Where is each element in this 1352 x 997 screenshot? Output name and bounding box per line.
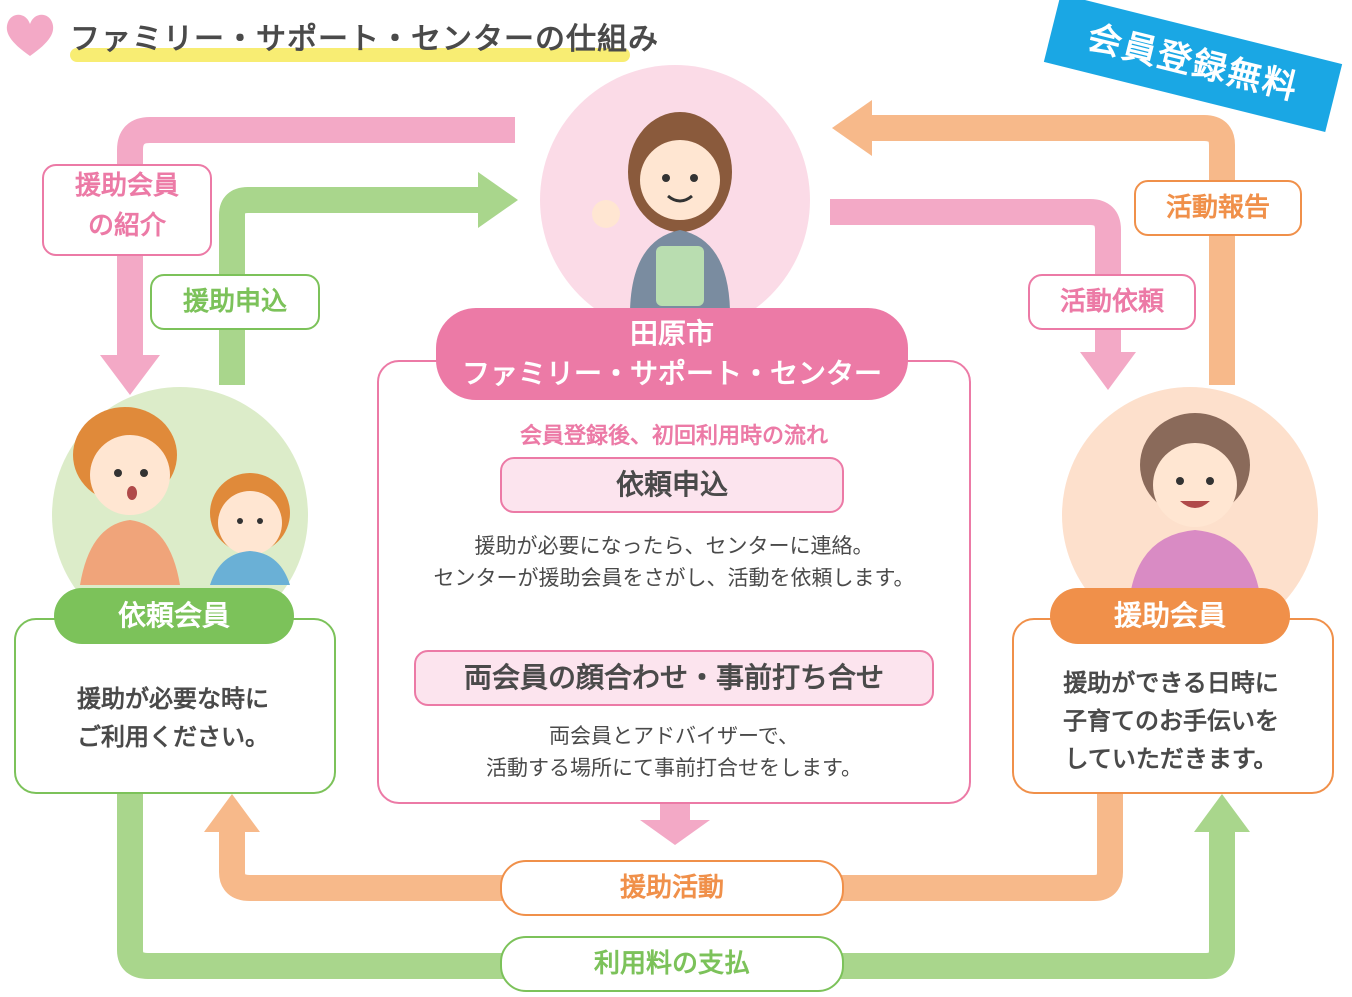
center-name-pill: 田原市 ファミリー・サポート・センター [436, 308, 908, 400]
helper-desc-line2: 子育てのお手伝いを [1063, 707, 1279, 735]
page-title: ファミリー・サポート・センターの仕組み [70, 22, 659, 57]
arrow-activity-head [204, 794, 260, 832]
arrow-center-down [640, 790, 710, 845]
label-report: 活動報告 [1134, 180, 1302, 236]
arrow-request-head [1080, 352, 1136, 390]
step2-label: 両会員の顔合わせ・事前打ち合せ [414, 650, 934, 706]
label-intro: 援助会員 の紹介 [42, 164, 212, 256]
step1-desc-line2: センターが援助会員をさがし、活動を依頼します。 [433, 566, 915, 590]
arrow-apply-head [478, 172, 518, 228]
title-underline [70, 48, 630, 62]
step2-description: 両会員とアドバイザーで、 活動する場所にて事前打合せをします。 [377, 720, 971, 784]
helper-description: 援助ができる日時に 子育てのお手伝いを していただきます。 [1012, 664, 1330, 778]
helper-label: 援助会員 [1050, 588, 1290, 644]
step1-label: 依頼申込 [500, 457, 844, 513]
center-name-line2: ファミリー・サポート・センター [461, 357, 882, 390]
helper-desc-line1: 援助ができる日時に [1063, 669, 1279, 697]
mother-child-illustration [52, 387, 308, 615]
label-intro-line2: の紹介 [87, 211, 166, 241]
label-intro-line1: 援助会員 [74, 171, 179, 201]
arrow-report-head [832, 100, 872, 156]
step1-description: 援助が必要になったら、センターに連絡。 センターが援助会員をさがし、活動を依頼し… [377, 530, 971, 594]
step2-desc-line2: 活動する場所にて事前打合せをします。 [486, 756, 862, 780]
requester-desc-line1: 援助が必要な時に [77, 685, 269, 713]
helper-desc-line3: していただきます。 [1064, 745, 1278, 773]
staff-illustration [540, 65, 810, 320]
arrow-intro [117, 117, 515, 360]
heart-icon [6, 14, 54, 56]
step1-desc-line1: 援助が必要になったら、センターに連絡。 [474, 534, 874, 558]
arrow-request [830, 199, 1121, 355]
senior-helper-illustration [1062, 387, 1318, 615]
requester-description: 援助が必要な時に ご利用ください。 [14, 680, 332, 756]
arrow-report [870, 115, 1235, 385]
label-payment: 利用料の支払 [500, 936, 844, 992]
requester-label: 依頼会員 [54, 588, 294, 644]
label-activity: 援助活動 [500, 860, 844, 916]
center-name-line1: 田原市 [629, 317, 714, 350]
helper-panel [1012, 618, 1334, 794]
arrow-payment-head [1194, 794, 1250, 832]
step2-desc-line1: 両会員とアドバイザーで、 [549, 724, 799, 748]
label-apply: 援助申込 [150, 274, 320, 330]
label-request: 活動依頼 [1028, 274, 1196, 330]
arrow-intro-head [100, 355, 160, 395]
requester-desc-line2: ご利用ください。 [77, 723, 269, 751]
arrow-apply [219, 187, 480, 385]
flow-title: 会員登録後、初回利用時の流れ [519, 424, 828, 449]
